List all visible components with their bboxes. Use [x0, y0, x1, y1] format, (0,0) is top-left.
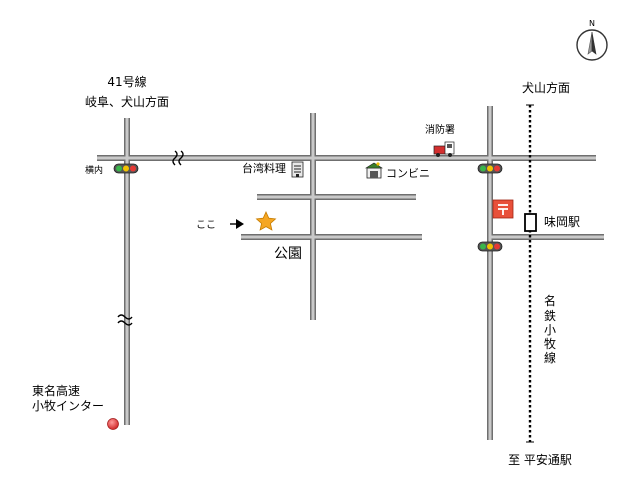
fire-truck-icon: [433, 141, 455, 157]
compass-icon: [576, 29, 608, 61]
here-label: ここ: [196, 220, 216, 231]
convenience-store-label: コンビニ: [386, 167, 430, 180]
svg-text:小: 小: [544, 323, 556, 337]
break-mark-main-road: [172, 150, 184, 166]
fire-station-label: 消防署: [425, 123, 455, 136]
ajioka-station-label: 味岡駅: [544, 215, 580, 229]
meitetsu-komaki-line-label: 名 鉄 小 牧 線: [544, 293, 556, 365]
park-label: 公園: [274, 246, 302, 262]
svg-text:線: 線: [544, 350, 556, 365]
svg-text:鉄: 鉄: [544, 308, 556, 323]
gifu-inuyama-direction-label: 岐阜、犬山方面: [85, 94, 169, 109]
star-marker-icon: [255, 211, 277, 231]
restaurant-building-icon: [291, 161, 304, 178]
traffic-signal-icon: [113, 163, 139, 174]
arrow-icon: [230, 219, 244, 229]
svg-text:名: 名: [544, 293, 556, 308]
tomei-expressway-label: 東名高速: [32, 383, 80, 398]
taiwan-restaurant-label: 台湾料理: [242, 161, 286, 175]
convenience-store-icon: [364, 162, 384, 179]
compass-north-label: N: [589, 19, 595, 28]
railway-line: [526, 104, 534, 443]
post-office-icon: [492, 199, 514, 219]
roads: [97, 106, 604, 440]
to-heianbashi-label: 至 平安通駅: [508, 452, 572, 467]
route-41-label: 41号線: [107, 74, 146, 89]
inuyama-direction-label: 犬山方面: [522, 80, 570, 95]
interchange-marker-icon: [107, 418, 119, 430]
komaki-interchange-label: 小牧インター: [32, 399, 104, 413]
yokouchi-label: 横内: [85, 164, 103, 176]
station-icon: [524, 213, 537, 232]
break-mark-route-41: [117, 314, 133, 326]
svg-text:牧: 牧: [544, 337, 556, 351]
traffic-signal-icon: [477, 241, 503, 252]
traffic-signal-icon: [477, 163, 503, 174]
